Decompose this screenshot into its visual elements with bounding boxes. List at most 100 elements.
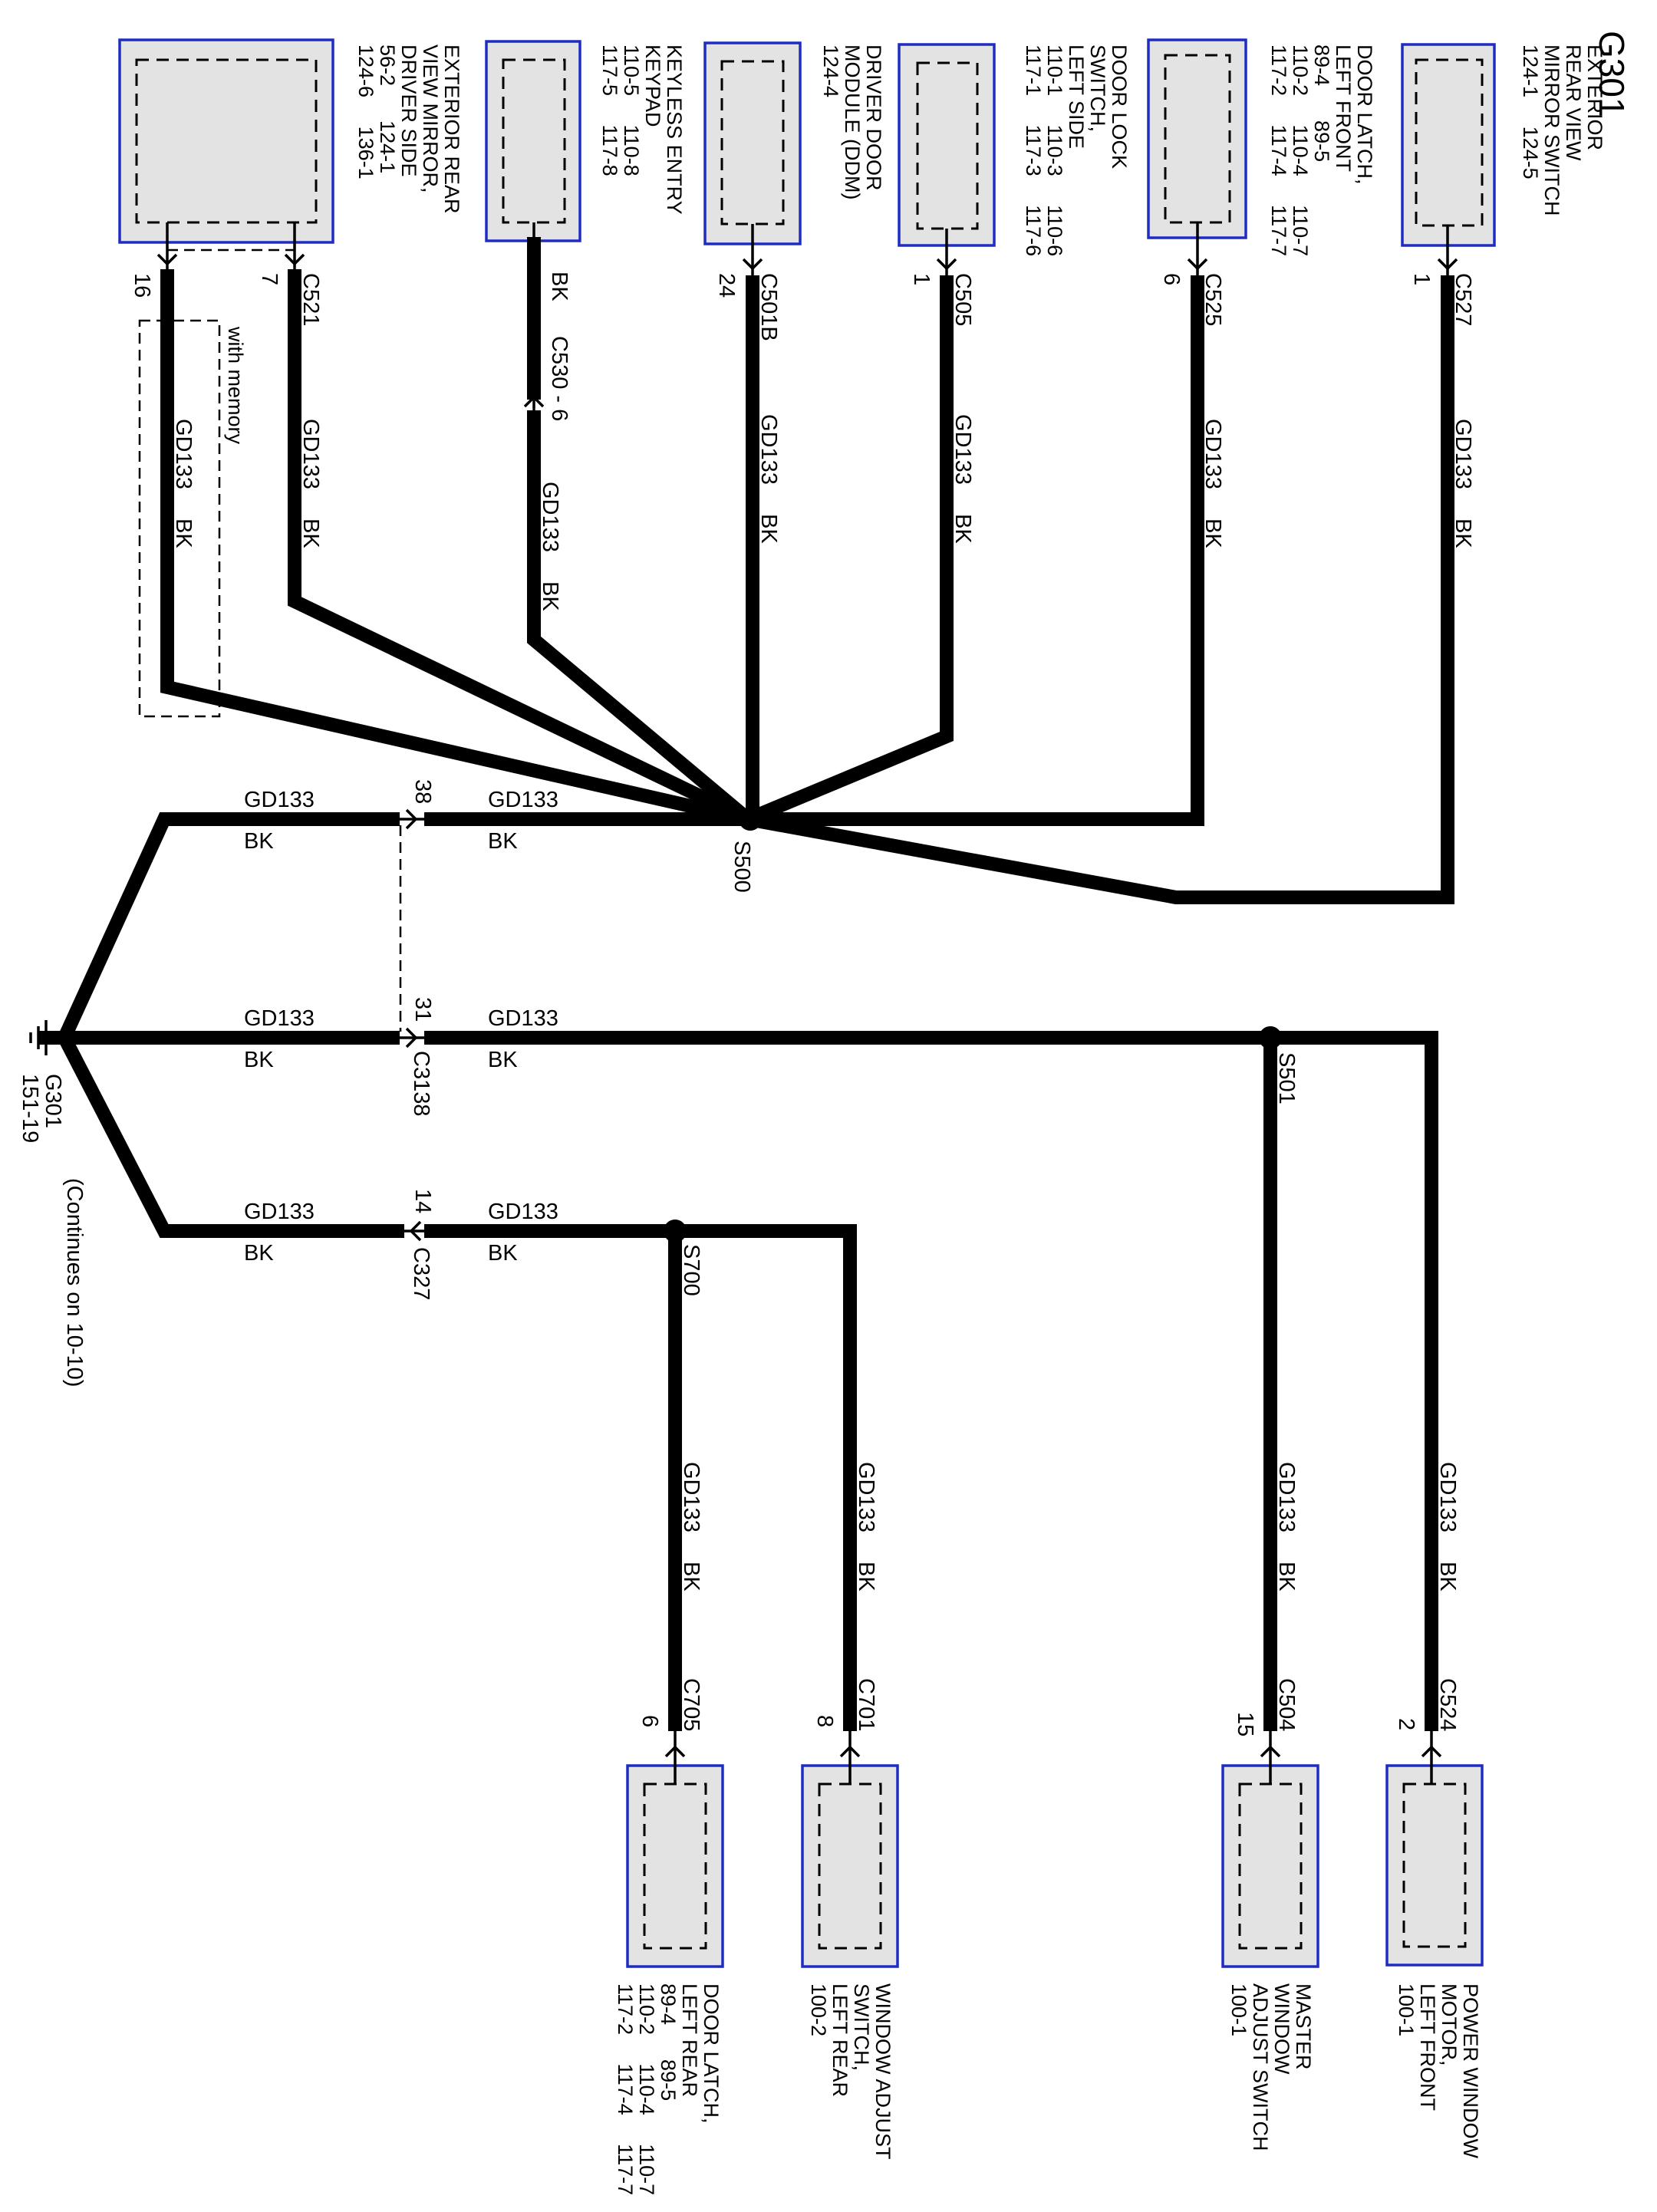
- label-line: DOOR LATCH,: [1353, 44, 1376, 185]
- component-door-latch-left-front[interactable]: [1147, 38, 1247, 239]
- component-exterior-rear-view-mirror-switch[interactable]: [1401, 43, 1496, 247]
- label-line: POWER WINDOW: [1459, 1983, 1482, 2158]
- color-label: BK: [1435, 1562, 1460, 1592]
- connector-c524[interactable]: [1421, 1724, 1442, 1784]
- label-line: 100-1: [1227, 1983, 1250, 2036]
- label-line: MODULE (DDM): [841, 44, 864, 200]
- label-power-window-motor-left-front: POWER WINDOW MOTOR, LEFT FRONT 100-1: [1395, 1983, 1482, 2158]
- pin-number: 2: [1394, 1718, 1418, 1730]
- label-keyless-entry-keypad: KEYLESS ENTRY KEYPAD 110-5 110-8 117-5 1…: [598, 44, 686, 215]
- splice-label-s700: S700: [679, 1244, 703, 1296]
- label-exterior-rear-view-mirror-switch: EXTERIOR REAR VIEW MIRROR SWITCH 124-1 1…: [1519, 44, 1606, 216]
- color-label: BK: [1201, 518, 1225, 548]
- wire-door-latch-lf[interactable]: [741, 275, 1204, 826]
- wire-motor-to-s501[interactable]: [1263, 1031, 1438, 1731]
- wire-label-window-lr: GD133 BK: [854, 1462, 878, 1592]
- connector-c705[interactable]: [664, 1724, 686, 1784]
- component-exterior-rear-view-mirror-driver-side[interactable]: [118, 38, 334, 244]
- circuit-label: GD133: [244, 788, 315, 812]
- ground-icon: [29, 1020, 48, 1055]
- circuit-label: GD133: [488, 1006, 558, 1031]
- wire-mirror-driver-pin16[interactable]: [160, 269, 756, 828]
- label-exterior-rear-view-mirror-driver-side: EXTERIOR REAR VIEW MIRROR, DRIVER SIDE 5…: [354, 44, 463, 214]
- wire-mirror-switch[interactable]: [740, 275, 1454, 904]
- connector-label-c530: C530 - 6: [547, 336, 572, 421]
- pin-number: 38: [410, 779, 435, 804]
- color-label: BK: [488, 829, 518, 854]
- color-label: BK: [1451, 518, 1475, 548]
- wire-38-to-ground[interactable]: [55, 812, 400, 1047]
- circuit-label: GD133: [298, 419, 323, 489]
- label-line: WINDOW ADJUST: [871, 1983, 894, 2160]
- splice-s501-dot[interactable]: [1259, 1026, 1282, 1049]
- connector-c527[interactable]: [1437, 225, 1458, 282]
- label-line: 117-2 117-4 117-7: [614, 1983, 637, 2195]
- splice-s700-dot[interactable]: [664, 1220, 687, 1243]
- label-line: MIRROR SWITCH: [1540, 44, 1563, 216]
- label-line: WINDOW: [1270, 1983, 1293, 2075]
- connector-label-c527: C527: [1451, 273, 1475, 326]
- connector-label-c504: C504: [1274, 1678, 1299, 1731]
- connector-label-c525: C525: [1201, 273, 1225, 326]
- pin-number: 8: [812, 1715, 837, 1727]
- connector-c525[interactable]: [1187, 222, 1208, 282]
- connector-c505[interactable]: [936, 229, 957, 282]
- label-master-window-adjust-switch: MASTER WINDOW ADJUST SWITCH 100-1: [1227, 1983, 1315, 2151]
- circuit-label: GD133: [1201, 419, 1225, 489]
- label-line: LEFT FRONT: [1332, 44, 1355, 172]
- component-window-adjust-switch-left-rear[interactable]: [801, 1764, 899, 1968]
- wire-keyless-lower[interactable]: [527, 410, 758, 829]
- connector-c501b[interactable]: [742, 224, 763, 282]
- circuit-label: GD133: [1435, 1462, 1460, 1532]
- circuit-label: GD133: [1274, 1462, 1299, 1532]
- pin-number: 7: [257, 273, 282, 285]
- connector-label-c501b: C501B: [756, 273, 781, 341]
- color-label: BK: [950, 514, 975, 544]
- color-label: BK: [244, 829, 274, 854]
- label-line: 100-2: [807, 1983, 830, 2036]
- label-line: REAR VIEW: [1562, 44, 1585, 161]
- circuit-label: GD133: [538, 482, 562, 552]
- component-master-window-adjust-switch[interactable]: [1221, 1764, 1319, 1968]
- label-window-adjust-switch-left-rear: WINDOW ADJUST SWITCH, LEFT REAR 100-2: [807, 1983, 894, 2160]
- component-door-lock-switch-left-side[interactable]: [898, 43, 996, 247]
- wire-mirror-driver-pin7[interactable]: [288, 269, 758, 829]
- connector-label-c3138: C3138: [409, 1051, 433, 1116]
- label-line: VIEW MIRROR,: [419, 44, 442, 193]
- label-line: LEFT SIDE: [1065, 44, 1088, 149]
- label-line: 110-2 110-4 110-7: [635, 1983, 658, 2195]
- color-label: BK: [244, 1048, 274, 1072]
- component-driver-door-module[interactable]: [703, 41, 802, 245]
- wire-window-lr-to-s700[interactable]: [668, 1224, 857, 1731]
- circuit-label: GD133: [756, 414, 781, 485]
- label-line: DOOR LOCK: [1108, 44, 1131, 169]
- wire-label-ddm: GD133 BK: [756, 414, 781, 544]
- wire-door-lock-switch[interactable]: [739, 275, 954, 828]
- ground-note: (Continues on 10-10): [62, 1178, 87, 1387]
- color-label: BK: [547, 272, 572, 301]
- connector-c701[interactable]: [839, 1724, 861, 1784]
- component-power-window-motor-left-front[interactable]: [1385, 1764, 1484, 1967]
- pin-number: 14: [410, 1189, 435, 1213]
- connector-c504[interactable]: [1260, 1724, 1281, 1784]
- pin-number: 24: [714, 273, 739, 298]
- connector-c521[interactable]: [156, 222, 305, 276]
- wire-c327-to-ground[interactable]: [54, 1028, 404, 1238]
- splice-s500-dot[interactable]: [739, 808, 762, 831]
- component-door-latch-left-rear[interactable]: [626, 1764, 724, 1968]
- component-keyless-entry-keypad[interactable]: [485, 40, 581, 242]
- label-line: 89-4 89-5: [657, 1983, 680, 2101]
- label-line: LEFT FRONT: [1416, 1983, 1439, 2111]
- label-driver-door-module: DRIVER DOOR MODULE (DDM) 124-4: [819, 44, 885, 200]
- label-line: 117-2 117-4 117-7: [1267, 44, 1290, 256]
- circuit-label: GD133: [1451, 419, 1475, 489]
- connector-label-c524: C524: [1435, 1678, 1460, 1731]
- color-label: BK: [679, 1562, 703, 1592]
- circuit-label: GD133: [950, 414, 975, 485]
- label-door-lock-switch-left-side: DOOR LOCK SWITCH, LEFT SIDE 110-1 110-3 …: [1022, 44, 1131, 256]
- connector-label-c701: C701: [854, 1678, 878, 1731]
- label-line: 124-6 136-1: [354, 44, 377, 179]
- wire-label-keyless-upper: BK: [547, 272, 572, 301]
- label-line: 110-1 110-3 110-6: [1043, 44, 1066, 256]
- pin-number: 31: [410, 997, 435, 1022]
